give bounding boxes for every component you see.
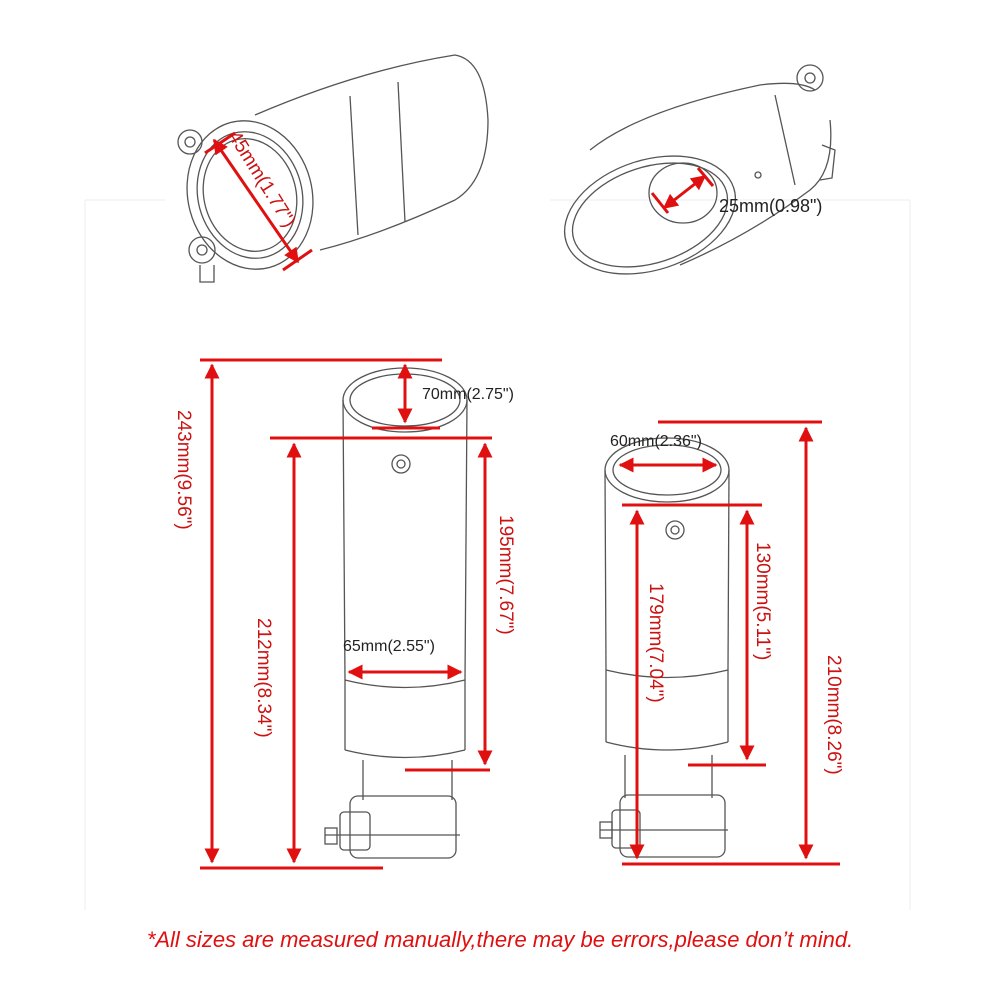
dim-label-70: 70mm(2.75") [422, 386, 514, 403]
dim-label-195: 195mm(7.67") [495, 515, 516, 635]
inlet-view-drawing [177, 54, 489, 283]
dim-label-inlet: 45mm(1.77") [224, 128, 300, 232]
dim-line-outlet [662, 174, 707, 210]
panel-guides [84, 199, 911, 910]
dim-label-243: 243mm(9.56") [173, 410, 194, 530]
short-tip-side-drawing [599, 437, 730, 858]
dim-label-212: 212mm(8.34") [253, 618, 274, 738]
measurement-note: *All sizes are measured manually,there m… [146, 927, 854, 952]
dim-label-210: 210mm(8.26") [823, 655, 844, 775]
long-tip-side-drawing [324, 367, 468, 859]
dim-label-130: 130mm(5.11") [752, 542, 773, 660]
outlet-view-drawing [563, 64, 836, 275]
dim-label-60: 60mm(2.36") [610, 433, 702, 450]
dim-line-inlet [212, 138, 300, 264]
dim-label-outlet: 25mm(0.98") [719, 196, 822, 216]
dimension-lines [200, 131, 840, 870]
dim-label-65: 65mm(2.55") [343, 638, 435, 655]
dim-label-179: 179mm(7.04") [645, 583, 666, 703]
